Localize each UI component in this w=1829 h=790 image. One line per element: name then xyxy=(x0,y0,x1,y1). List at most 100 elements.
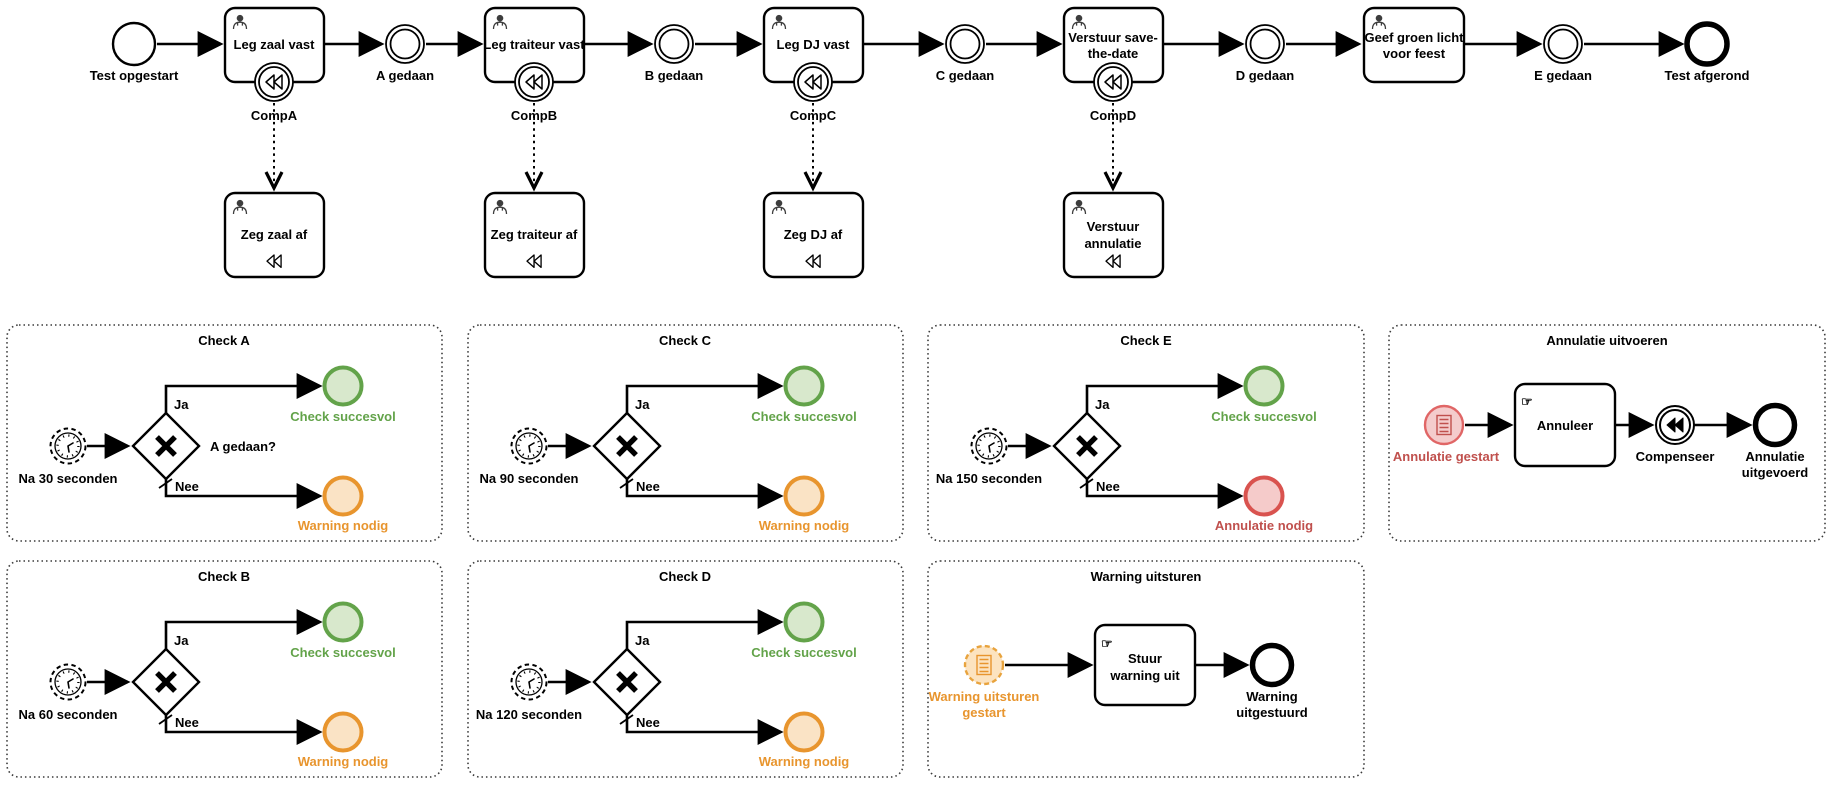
timer-start-event[interactable] xyxy=(510,427,548,465)
end-event-label: Warning nodig xyxy=(298,754,389,769)
timer-start-event[interactable] xyxy=(510,663,548,701)
boundary-compensation-comp-b[interactable]: CompB xyxy=(511,62,557,123)
no-flow-label: Nee xyxy=(1096,479,1120,494)
timer-start-event[interactable] xyxy=(49,427,87,465)
start-event[interactable] xyxy=(111,21,157,67)
subprocess-title: Warning uitsturen xyxy=(1091,569,1202,584)
end-event-annulatie-nodig[interactable] xyxy=(1243,475,1285,517)
subprocess-warning-uitsturen[interactable]: Warning uitsturen Warning uitsturen gest… xyxy=(927,560,1365,778)
end-event-check-succesvol[interactable] xyxy=(1243,365,1285,407)
compensation-throw-event[interactable] xyxy=(1655,405,1695,445)
boundary-compensation-comp-c[interactable]: CompC xyxy=(790,62,837,123)
xor-gateway[interactable] xyxy=(1052,411,1122,481)
boundary-event-label: CompB xyxy=(511,108,557,123)
task-label: Zeg DJ af xyxy=(784,227,843,242)
subprocess-annulatie-uitvoeren[interactable]: Annulatie uitvoeren Annulatie gestart ☞ … xyxy=(1388,324,1826,542)
end-event-check-succesvol[interactable] xyxy=(783,601,825,643)
intermediate-event-c-gedaan[interactable]: C gedaan xyxy=(936,24,995,83)
end-event-warning-nodig[interactable] xyxy=(322,711,364,753)
user-task-verstuur-save-the-date[interactable]: Verstuur save- the-date xyxy=(1062,6,1165,84)
timer-start-event[interactable] xyxy=(49,663,87,701)
task-label: warning uit xyxy=(1109,668,1180,683)
intermediate-event-a-gedaan[interactable]: A gedaan xyxy=(376,24,434,83)
xor-gateway[interactable] xyxy=(131,411,201,481)
subprocess-title: Check A xyxy=(198,333,250,348)
subprocess-check-a[interactable]: Check A Na 30 seconden A gedaan? Ja Chec… xyxy=(6,324,443,542)
task-label: voor feest xyxy=(1383,46,1446,61)
end-event-label: Check succesvol xyxy=(290,645,396,660)
event-label: B gedaan xyxy=(645,68,704,83)
no-flow-label: Nee xyxy=(175,715,199,730)
conditional-start-event-orange[interactable] xyxy=(963,644,1005,686)
timer-label: Na 30 seconden xyxy=(19,471,118,486)
intermediate-event-b-gedaan[interactable]: B gedaan xyxy=(645,24,704,83)
task-label: Zeg traiteur af xyxy=(491,227,578,242)
end-event[interactable] xyxy=(1752,402,1798,448)
manual-task-stuur-warning-uit[interactable]: ☞ Stuur warning uit xyxy=(1093,623,1197,707)
comp-task-zeg-dj-af[interactable]: Zeg DJ af xyxy=(762,191,865,279)
comp-task-verstuur-annulatie[interactable]: Verstuur annulatie xyxy=(1062,191,1165,279)
end-event-label: Test afgerond xyxy=(1665,68,1750,83)
end-event-label: Annulatie xyxy=(1745,449,1804,464)
default-flow-marker xyxy=(158,714,173,725)
subprocess-title: Check B xyxy=(198,569,250,584)
subprocess-check-d[interactable]: Check D Na 120 seconden Ja Check succesv… xyxy=(467,560,904,778)
conditional-icon xyxy=(976,654,992,676)
user-task-leg-dj-vast[interactable]: Leg DJ vast xyxy=(762,6,865,84)
boundary-compensation-comp-a[interactable]: CompA xyxy=(251,62,298,123)
task-label: the-date xyxy=(1088,46,1139,61)
xor-icon xyxy=(155,671,177,693)
subprocess-check-c[interactable]: Check C Na 90 seconden Ja Check succesvo… xyxy=(467,324,904,542)
yes-flow-label: Ja xyxy=(174,633,189,648)
default-flow-marker xyxy=(1079,478,1094,489)
task-label: Leg traiteur vast xyxy=(483,37,585,52)
event-label: C gedaan xyxy=(936,68,995,83)
start-event-label: Annulatie gestart xyxy=(1393,449,1500,464)
default-flow-marker xyxy=(158,478,173,489)
xor-icon xyxy=(1076,435,1098,457)
xor-icon xyxy=(616,435,638,457)
manual-task-hand-icon: ☞ xyxy=(1101,636,1113,651)
xor-gateway[interactable] xyxy=(131,647,201,717)
user-task-leg-traiteur-vast[interactable]: Leg traiteur vast xyxy=(483,6,585,84)
xor-gateway[interactable] xyxy=(592,647,662,717)
no-flow-label: Nee xyxy=(175,479,199,494)
subprocess-check-e[interactable]: Check E Na 150 seconden Ja Check succesv… xyxy=(927,324,1365,542)
boundary-compensation-comp-d[interactable]: CompD xyxy=(1090,62,1136,123)
manual-task-annuleer[interactable]: ☞ Annuleer xyxy=(1513,382,1617,468)
end-event-warning-nodig[interactable] xyxy=(783,711,825,753)
xor-icon xyxy=(155,435,177,457)
end-event-check-succesvol[interactable] xyxy=(322,601,364,643)
end-event[interactable] xyxy=(1684,21,1730,67)
yes-flow-label: Ja xyxy=(1095,397,1110,412)
no-flow-label: Nee xyxy=(636,715,660,730)
intermediate-event-e-gedaan[interactable]: E gedaan xyxy=(1534,24,1592,83)
comp-task-zeg-traiteur-af[interactable]: Zeg traiteur af xyxy=(483,191,586,279)
intermediate-event-d-gedaan[interactable]: D gedaan xyxy=(1236,24,1295,83)
timer-icon xyxy=(514,431,544,461)
timer-start-event[interactable] xyxy=(970,427,1008,465)
end-event-check-succesvol[interactable] xyxy=(322,365,364,407)
user-task-geef-groen-licht[interactable]: Geef groen licht voor feest xyxy=(1362,6,1466,84)
yes-flow-label: Ja xyxy=(174,397,189,412)
end-event-label: Warning xyxy=(1246,689,1298,704)
gateway-question-label: A gedaan? xyxy=(210,439,276,454)
subprocess-title: Check D xyxy=(659,569,711,584)
end-event[interactable] xyxy=(1249,642,1295,688)
start-event-label: Test opgestart xyxy=(90,68,179,83)
end-event-label: uitgestuurd xyxy=(1236,705,1308,720)
boundary-event-label: CompA xyxy=(251,108,298,123)
comp-task-zeg-zaal-af[interactable]: Zeg zaal af xyxy=(223,191,326,279)
xor-gateway[interactable] xyxy=(592,411,662,481)
subprocess-check-b[interactable]: Check B Na 60 seconden Ja Check succesvo… xyxy=(6,560,443,778)
compensation-associations xyxy=(264,103,1123,192)
end-event-label: Warning nodig xyxy=(759,518,850,533)
end-event-warning-nodig[interactable] xyxy=(322,475,364,517)
timer-icon xyxy=(974,431,1004,461)
subprocess-title: Check C xyxy=(659,333,712,348)
task-label: annulatie xyxy=(1084,236,1141,251)
end-event-warning-nodig[interactable] xyxy=(783,475,825,517)
end-event-check-succesvol[interactable] xyxy=(783,365,825,407)
conditional-start-event-red[interactable] xyxy=(1423,404,1465,446)
